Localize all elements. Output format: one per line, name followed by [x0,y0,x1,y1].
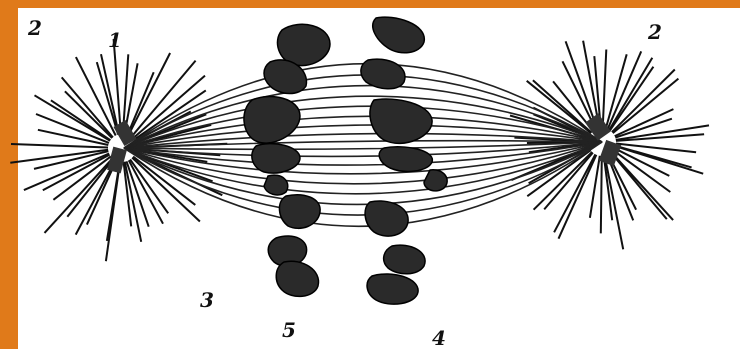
chromosome [424,170,447,191]
label-2-left: 2 [28,16,42,40]
label-4: 4 [432,326,446,350]
chromosomes [244,17,447,304]
chromosome [367,274,418,304]
aster-ray [601,156,602,233]
aster-ray [45,158,113,233]
label-2-right: 2 [648,20,662,44]
chromosome [373,17,425,53]
chromosome [264,175,288,195]
chromosome [276,261,318,296]
chromosome [361,59,405,89]
label-5: 5 [282,318,296,342]
chromosome [384,245,425,274]
chromosome [279,195,320,229]
aster-ray [125,162,141,242]
aster-ray [11,144,108,148]
chromosome [379,147,432,172]
label-1: 1 [108,28,122,52]
chromosome [365,201,408,236]
aster-ray [615,146,703,174]
aster-ray [62,77,113,137]
chromosome [370,99,432,143]
chromosome [252,144,300,173]
aster-ray [603,50,607,129]
label-3: 3 [200,288,214,312]
spindle-fibers [124,64,602,227]
